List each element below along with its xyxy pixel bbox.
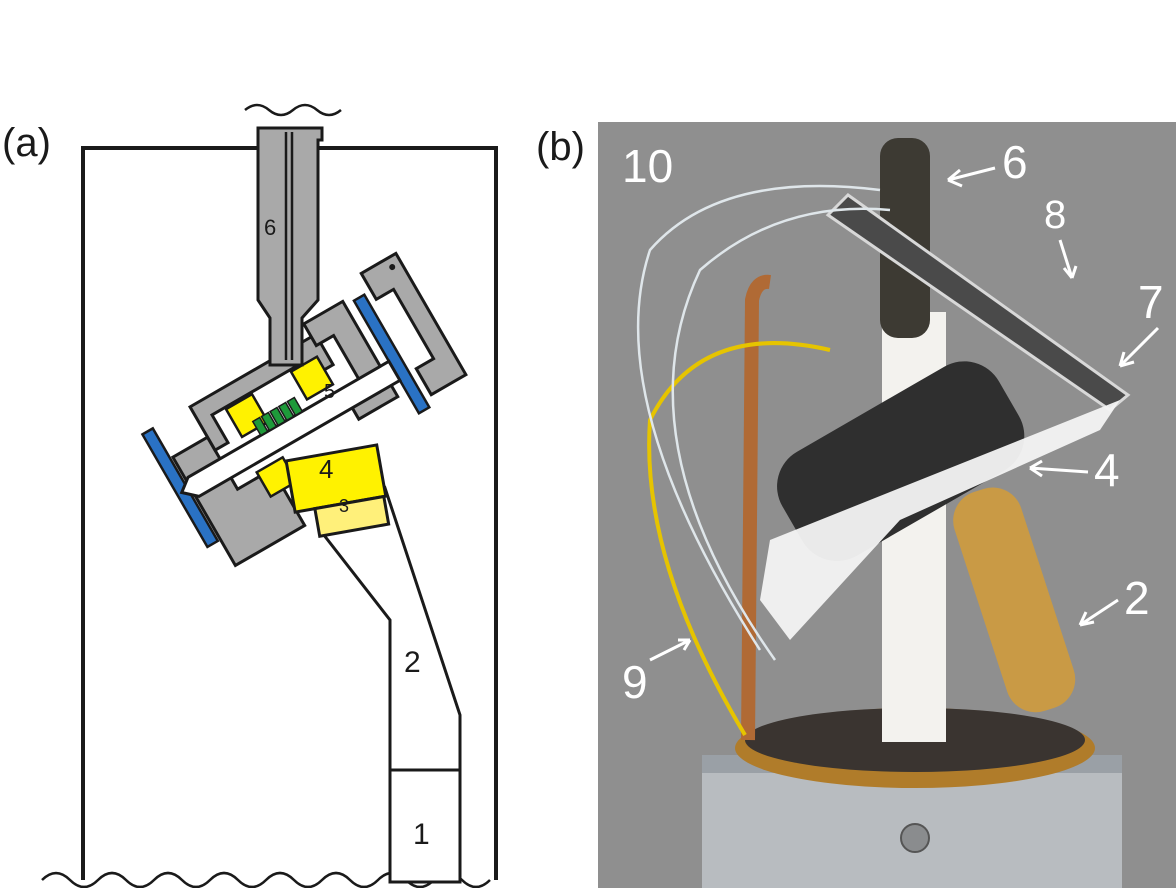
white-sheet-4 <box>760 400 1120 640</box>
schematic-label-6: 6 <box>264 215 276 240</box>
schematic-label-5: 5 <box>324 381 335 403</box>
photo-label-10: 10 <box>622 140 673 192</box>
copper-tube <box>741 274 771 741</box>
panel-b-label: (b) <box>536 125 585 169</box>
arrow-4 <box>1029 459 1089 478</box>
photo-label-9: 9 <box>622 656 648 708</box>
yellow-wire-9 <box>647 341 831 737</box>
photo-label-2: 2 <box>1124 572 1150 624</box>
fiber-10b <box>671 207 891 661</box>
arrow-2 <box>1078 598 1119 627</box>
photo-label-6: 6 <box>1002 136 1028 188</box>
photo-label-8: 8 <box>1044 193 1066 237</box>
shaft-part-5 <box>179 359 402 498</box>
arrow-9 <box>649 638 692 662</box>
bracket-pin <box>389 264 396 271</box>
panel-a-schematic: (a) <box>2 103 498 888</box>
arrow-6 <box>947 166 996 188</box>
blue-plate-right <box>352 293 432 416</box>
tilted-plate-7 <box>825 193 1131 412</box>
cylinder-screw <box>900 823 930 853</box>
photo-label-4: 4 <box>1094 444 1120 496</box>
bottom-break-wave <box>41 871 491 888</box>
dark-cylinder-body <box>777 361 1025 561</box>
gray-bracket-right <box>359 251 468 397</box>
brass-rod-2 <box>953 487 1076 713</box>
schematic-label-4: 4 <box>319 454 333 484</box>
arrow-8 <box>1058 239 1078 279</box>
yellow-part-upper-right <box>289 354 335 402</box>
panel-b-photo: (b) 10 6 <box>536 122 1176 888</box>
yellow-block-part-3 <box>313 494 391 538</box>
yellow-block-group <box>284 443 391 538</box>
callout-arrows <box>649 166 1160 662</box>
schematic-label-3: 3 <box>339 496 349 516</box>
schematic-label-1: 1 <box>413 818 430 851</box>
top-break-wave <box>244 103 342 117</box>
schematic-label-2: 2 <box>404 646 421 679</box>
upper-tube-part-6 <box>256 126 324 367</box>
arrow-7 <box>1118 326 1160 368</box>
base-part-1 <box>388 768 462 884</box>
fiber-10 <box>636 184 881 651</box>
panel-a-label: (a) <box>2 121 51 165</box>
photo-label-7: 7 <box>1138 276 1164 328</box>
green-spring-coil <box>251 396 304 437</box>
